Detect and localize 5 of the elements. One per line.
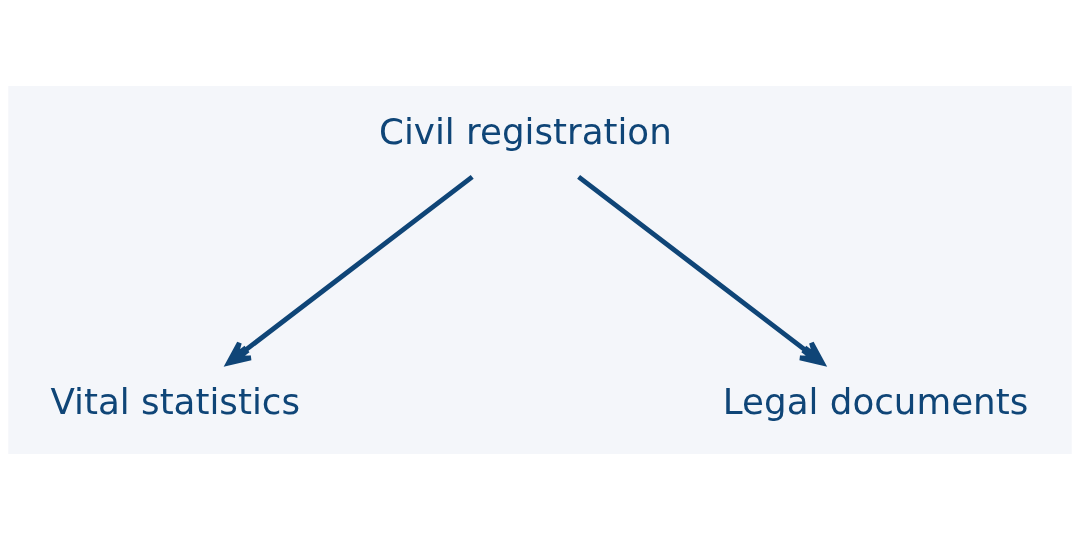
arrow bbox=[577, 174, 825, 366]
node-text: Vital statistics bbox=[50, 381, 301, 423]
arrow bbox=[225, 174, 474, 366]
node-text: Legal documents bbox=[722, 381, 1029, 423]
node-text: Civil registration bbox=[379, 110, 672, 152]
